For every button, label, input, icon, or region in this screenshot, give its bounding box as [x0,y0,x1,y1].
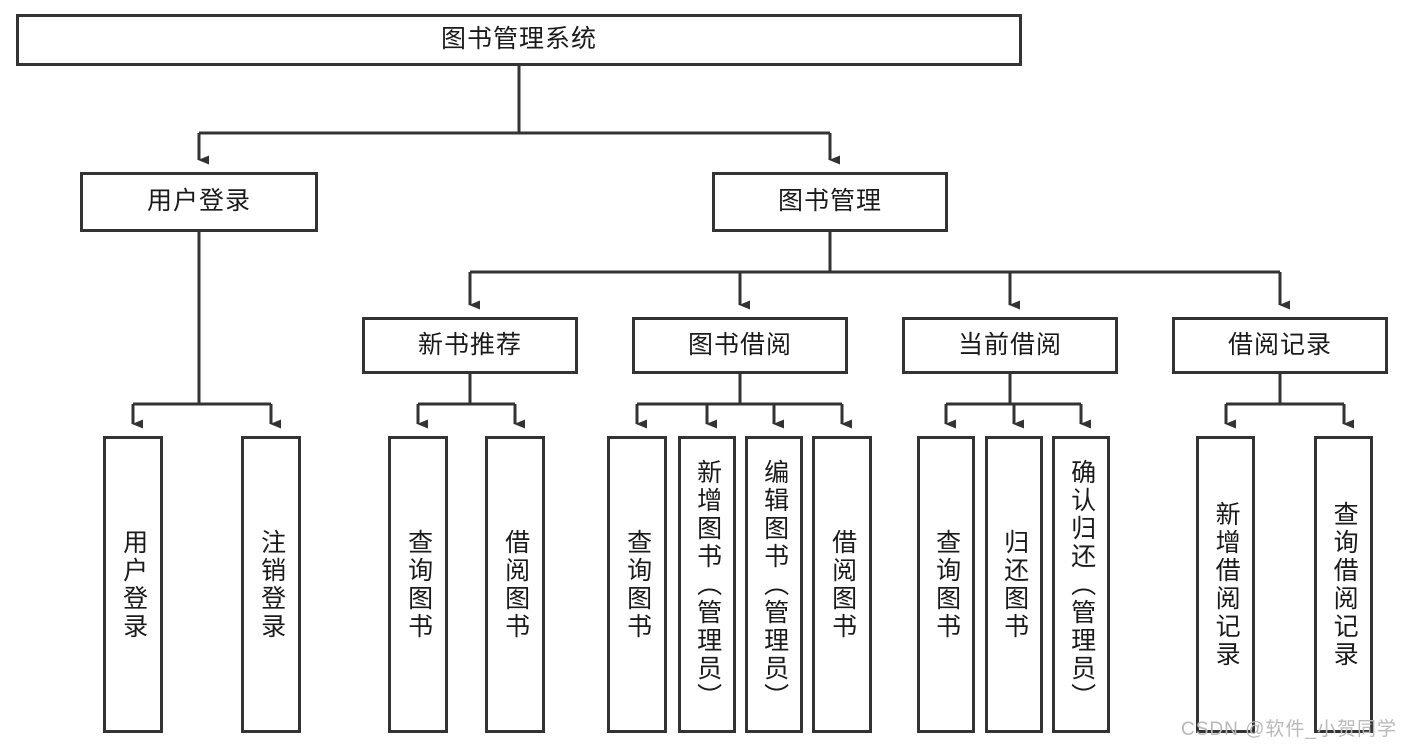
node-leaf-confirm-return-admin[interactable]: 确认归还（管理员） [1052,436,1110,733]
node-label: 查询图书 [623,528,652,641]
node-label: 查询图书 [932,528,961,641]
node-root[interactable]: 图书管理系统 [16,14,1022,66]
node-label: 编辑图书（管理员） [760,458,789,711]
node-leaf-add-borrow-record[interactable]: 新增借阅记录 [1196,436,1255,733]
node-label: 确认归还（管理员） [1067,458,1096,711]
node-user-login[interactable]: 用户登录 [80,172,318,232]
node-current-borrow[interactable]: 当前借阅 [902,317,1118,374]
node-label: 借阅记录 [1227,330,1332,359]
node-book-manage[interactable]: 图书管理 [712,172,948,232]
node-label: 图书借阅 [687,330,792,359]
node-label: 新书推荐 [417,330,522,359]
node-label: 归还图书 [1000,528,1029,641]
node-label: 注销登录 [257,528,286,641]
node-leaf-user-logout[interactable]: 注销登录 [241,436,301,733]
node-leaf-return-book[interactable]: 归还图书 [985,436,1043,733]
node-leaf-query-book-new[interactable]: 查询图书 [388,436,448,733]
node-label: 用户登录 [119,528,148,641]
node-label: 图书管理系统 [440,25,597,54]
node-label: 图书管理 [777,187,882,216]
node-label: 新增借阅记录 [1212,500,1241,669]
node-label: 借阅图书 [501,528,530,641]
node-new-book-recommend[interactable]: 新书推荐 [362,317,578,374]
node-leaf-query-book-borrow[interactable]: 查询图书 [607,436,667,733]
node-leaf-query-book-current[interactable]: 查询图书 [917,436,975,733]
node-leaf-query-borrow-record[interactable]: 查询借阅记录 [1314,436,1373,733]
node-label: 查询借阅记录 [1330,500,1359,669]
node-label: 新增图书（管理员） [693,458,722,711]
node-leaf-add-book-admin[interactable]: 新增图书（管理员） [678,436,736,733]
node-borrow-record[interactable]: 借阅记录 [1172,317,1388,374]
watermark-text: CSDN @软件_小贺同学 [1181,719,1397,740]
node-label: 当前借阅 [957,330,1062,359]
node-leaf-borrow-book-new[interactable]: 借阅图书 [485,436,545,733]
node-label: 查询图书 [404,528,433,641]
node-leaf-edit-book-admin[interactable]: 编辑图书（管理员） [745,436,803,733]
node-label: 借阅图书 [828,528,857,641]
node-book-borrow[interactable]: 图书借阅 [632,317,848,374]
node-leaf-user-login[interactable]: 用户登录 [103,436,163,733]
node-leaf-borrow-book[interactable]: 借阅图书 [812,436,872,733]
node-label: 用户登录 [146,187,251,216]
